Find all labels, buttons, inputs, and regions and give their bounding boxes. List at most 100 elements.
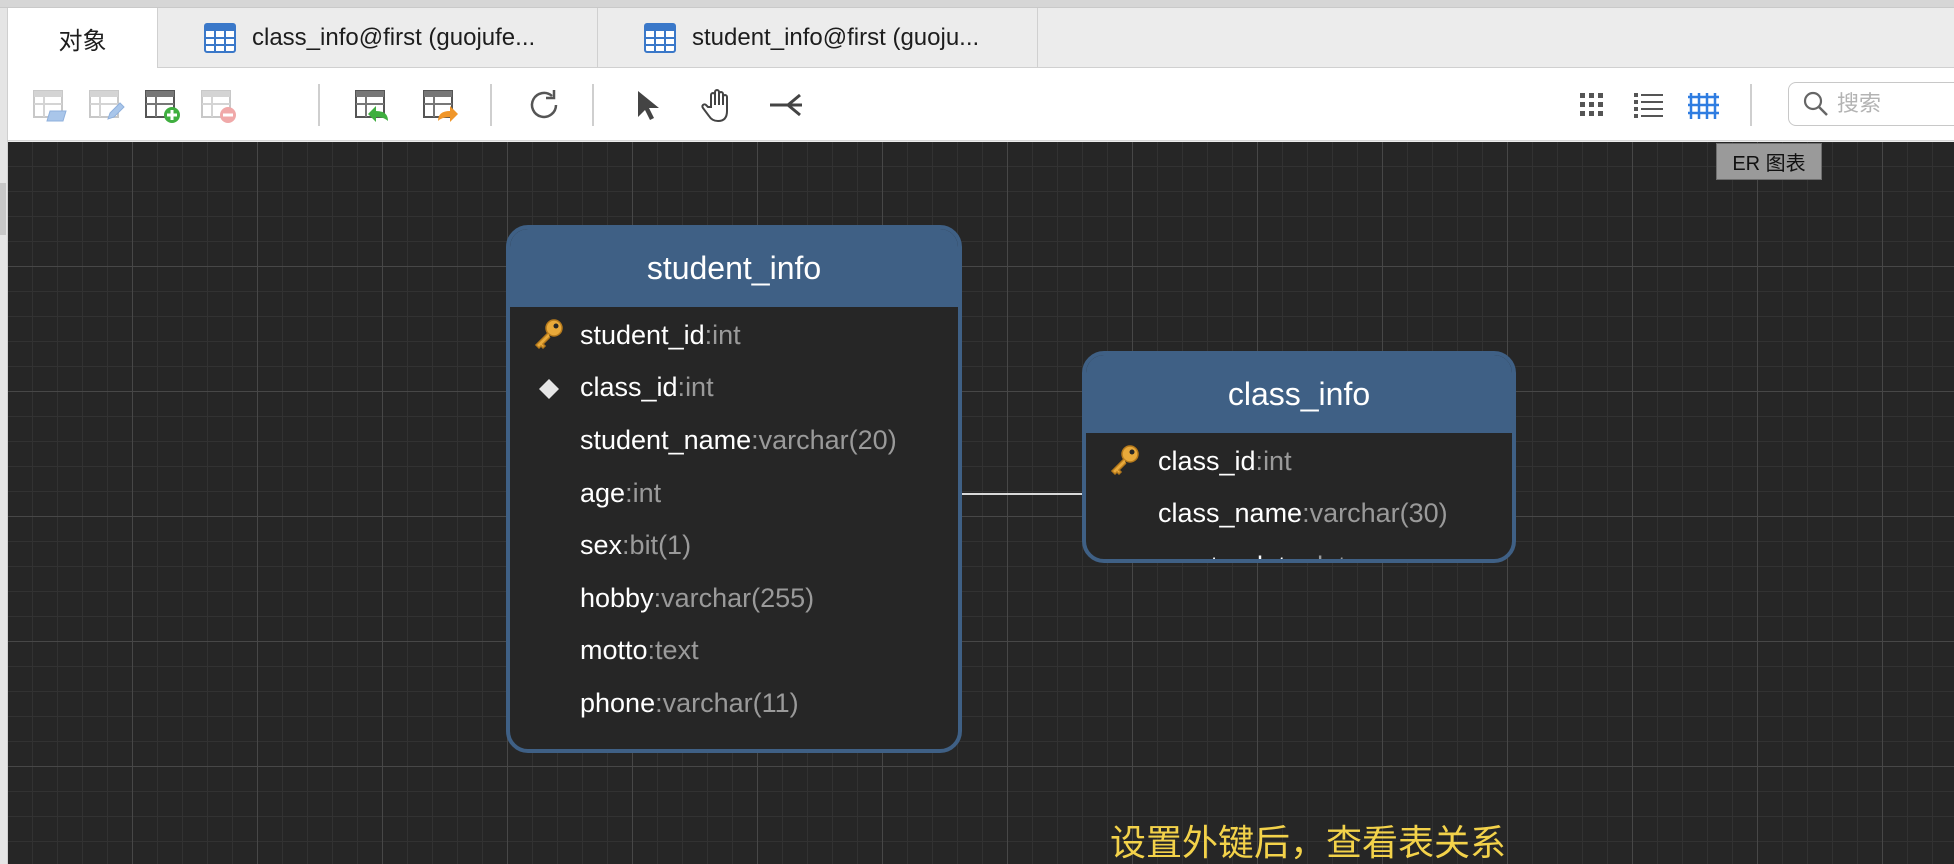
design-table-button[interactable]	[86, 85, 126, 125]
field-name: create_date	[1158, 551, 1301, 559]
new-table-button[interactable]	[142, 85, 182, 125]
field-type: int	[712, 319, 741, 350]
field-separator: :	[1302, 498, 1310, 529]
field-type: bit(1)	[629, 530, 692, 561]
field-hobby[interactable]: hobby: varchar(255)	[510, 572, 958, 625]
tab-label: class_info@first (guojufe...	[252, 24, 536, 51]
rail-handle[interactable]	[0, 183, 6, 235]
field-name: hobby	[580, 582, 654, 613]
entity-class-info[interactable]: class_info class_id: int class_name: var…	[1082, 351, 1516, 563]
tab-student-info[interactable]: student_info@first (guoju...	[598, 8, 1038, 68]
field-type: varchar(30)	[1309, 498, 1448, 529]
field-separator: :	[655, 687, 663, 718]
field-type: int	[632, 477, 662, 508]
field-name: student_id	[580, 319, 705, 350]
hand-icon	[701, 89, 728, 123]
tab-objects[interactable]: 对象	[8, 8, 158, 69]
toolbar	[8, 68, 1954, 141]
toolbar-separator	[1750, 84, 1752, 126]
relation-line-icon	[770, 93, 802, 117]
search-box[interactable]	[1788, 82, 1954, 126]
foreign-key-icon	[539, 378, 559, 399]
field-type: date	[1308, 551, 1361, 559]
field-motto[interactable]: motto: text	[510, 625, 958, 678]
er-diagram-tooltip: ER 图表	[1716, 143, 1822, 180]
list-view-icon	[1634, 93, 1663, 118]
list-view-button[interactable]	[1628, 85, 1668, 125]
field-separator: :	[677, 372, 686, 403]
window-top-border	[0, 0, 1954, 8]
field-type: varchar(20)	[758, 424, 897, 455]
refresh-icon	[530, 90, 558, 119]
annotation-text: 设置外键后，查看表关系	[1110, 823, 1507, 864]
add-table-icon	[145, 90, 180, 123]
toolbar-separator	[490, 84, 492, 126]
field-type: varchar(11)	[662, 687, 799, 718]
remove-table-icon	[201, 90, 236, 123]
field-name: phone	[580, 687, 656, 718]
field-type: text	[655, 635, 699, 666]
field-name: class_name	[1158, 498, 1303, 529]
field-name: student_name	[580, 424, 752, 455]
table-icon	[644, 23, 676, 53]
field-name: sex	[580, 530, 623, 561]
left-rail	[0, 8, 8, 864]
primary-key-icon	[1110, 445, 1139, 476]
toolbar-separator	[592, 84, 594, 126]
icon-view-button[interactable]	[1572, 85, 1612, 125]
edit-table-icon	[89, 90, 125, 120]
field-separator: :	[653, 582, 662, 613]
entity-student-info[interactable]: student_info student_id: int class_id: i…	[506, 225, 962, 753]
entity-title: student_info	[510, 229, 958, 307]
entity-title: class_info	[1086, 355, 1512, 433]
field-separator: :	[1301, 551, 1309, 559]
import-icon	[355, 90, 388, 122]
export-wizard-button[interactable]	[420, 85, 460, 125]
field-name: motto	[580, 635, 648, 666]
field-separator: :	[1255, 445, 1264, 476]
table-icon	[204, 23, 236, 53]
open-table-icon	[33, 90, 67, 122]
field-student-id[interactable]: student_id: int	[510, 309, 958, 362]
field-sex[interactable]: sex: bit(1)	[510, 519, 958, 572]
field-class-name[interactable]: class_name: varchar(30)	[1086, 488, 1512, 541]
field-type: int	[685, 372, 714, 403]
er-diagram-canvas[interactable]: ER 图表 student_info student_id: int class…	[8, 142, 1954, 864]
field-separator: :	[622, 530, 630, 561]
tab-label: student_info@first (guoju...	[692, 24, 980, 51]
field-separator: :	[647, 635, 656, 666]
field-name: class_id	[580, 372, 678, 403]
field-class-id[interactable]: class_id: int	[1086, 435, 1512, 488]
grid-view-icon	[1580, 93, 1603, 116]
field-separator: :	[704, 319, 713, 350]
search-input[interactable]	[1837, 91, 1954, 117]
field-name: class_id	[1158, 445, 1256, 476]
field-age[interactable]: age: int	[510, 467, 958, 520]
tab-bar: 对象 class_info@first (guojufe... student_…	[8, 8, 1954, 69]
delete-table-button[interactable]	[198, 85, 238, 125]
select-tool-button[interactable]	[626, 85, 666, 125]
field-type: varchar(255)	[661, 582, 815, 613]
refresh-button[interactable]	[524, 85, 564, 125]
export-icon	[423, 90, 458, 122]
open-table-button[interactable]	[30, 85, 70, 125]
pointer-icon	[638, 91, 659, 120]
field-name: age	[580, 477, 626, 508]
tab-class-info[interactable]: class_info@first (guojufe...	[158, 8, 598, 68]
search-icon	[1803, 91, 1828, 116]
relationship-line[interactable]	[960, 493, 1092, 495]
toolbar-separator	[318, 84, 320, 126]
pan-tool-button[interactable]	[698, 85, 738, 125]
relation-tool-button[interactable]	[766, 85, 806, 125]
primary-key-icon	[534, 319, 563, 350]
field-separator: :	[751, 424, 759, 455]
er-diagram-icon	[1688, 93, 1719, 119]
field-phone[interactable]: phone: varchar(11)	[510, 677, 958, 730]
field-class-id[interactable]: class_id: int	[510, 362, 958, 415]
er-diagram-view-button[interactable]	[1684, 85, 1724, 125]
field-separator: :	[625, 477, 633, 508]
tab-label: 对象	[58, 28, 107, 55]
field-student-name[interactable]: student_name: varchar(20)	[510, 414, 958, 467]
import-wizard-button[interactable]	[352, 85, 392, 125]
field-create-date[interactable]: create_date: date	[1086, 540, 1512, 559]
